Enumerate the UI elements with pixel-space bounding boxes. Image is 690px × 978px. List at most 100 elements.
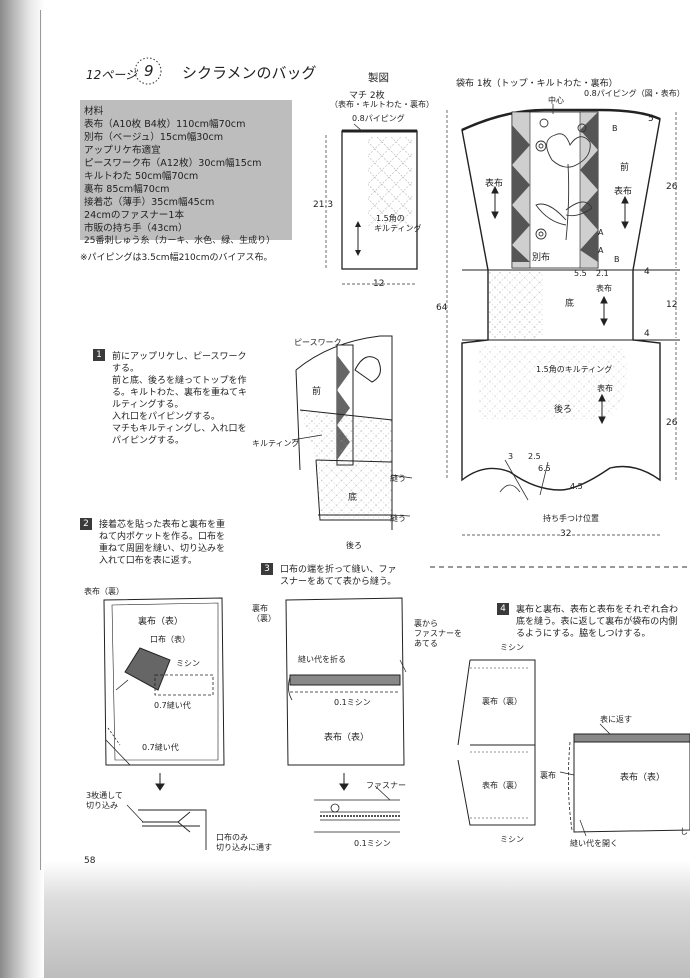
dim-64: 64	[436, 303, 448, 313]
step1-quilting: キルティング	[252, 439, 300, 448]
step1-line: 前にアップリケし、ピースワーク	[112, 352, 247, 362]
materials-heading: 材料	[84, 106, 104, 117]
step2-nuishiro-2: 0.7縫い代	[142, 743, 179, 752]
gusset-height: 21.3	[313, 200, 334, 210]
step1-line: ルティングする。	[112, 400, 184, 410]
seizu-title: 製図	[368, 72, 389, 84]
step3-fastener-from-2: ファスナーを	[414, 629, 462, 638]
step4-mishin-1: ミシン	[500, 643, 524, 652]
label-omote-left: 表布	[485, 179, 504, 189]
step3-fastener-from-1: 裏から	[414, 619, 438, 628]
step4-mishin-2: ミシン	[500, 835, 524, 844]
step1-line: マチもキルティングし、入れ口を	[112, 424, 247, 434]
dim-5: 5	[648, 114, 654, 124]
materials-line: 別布（ベージュ）15cm幅30cm	[84, 132, 224, 143]
step2-number: 2	[80, 518, 92, 530]
bag-center: 中心	[548, 96, 564, 105]
step3-mishin-2: 0.1ミシン	[354, 839, 391, 848]
gusset-width: 12	[373, 279, 385, 289]
dim-2-5: 2.5	[528, 452, 541, 461]
dim-4b: 4	[644, 329, 650, 339]
label-omote-lower: 表布	[597, 384, 613, 393]
label-mae: 前	[620, 163, 630, 173]
dim-4a: 4	[644, 267, 650, 277]
step3-urafu: 裏布	[252, 604, 268, 613]
step3-fastener-from-3: あてる	[414, 639, 438, 648]
step4-number: 4	[497, 603, 509, 615]
label-bag-quilting: 1.5角のキルティング	[536, 365, 613, 374]
bag-piping: 0.8パイピング（図・表布）	[584, 89, 685, 98]
step1-nuu-2: 縫う	[390, 514, 406, 523]
materials-line: キルトわた 50cm幅70cm	[84, 171, 199, 182]
step4-hiraku: 縫い代を開く	[570, 839, 618, 848]
materials-line: 表布（A10枚 B4枚）110cm幅70cm	[84, 119, 246, 130]
step2-kirikomi-1: 3枚通して	[86, 791, 123, 800]
piping-note: ※パイピングは3.5cm幅210cmのバイアス布。	[80, 253, 273, 263]
step3-line: 口布の端を折って縫い、ファ	[280, 565, 397, 575]
dim-3: 3	[508, 452, 514, 461]
gusset-quilting-2: キルティング	[374, 224, 422, 233]
step2-line: 接着芯を貼った表布と裏布を重	[99, 520, 226, 530]
step4-omotefu-ura: 表布（裏）	[482, 781, 522, 790]
label-betsu: 別布	[532, 253, 551, 263]
dim-5-5: 5.5	[574, 269, 587, 278]
step4-line: るようにする。脇をしつけする。	[516, 629, 651, 639]
label-omote-right: 表布	[614, 187, 633, 197]
step3-nuishiro: 縫い代を折る	[298, 655, 346, 664]
step2-omote-ura: 表布（裏）	[84, 587, 124, 596]
dim-32: 32	[560, 529, 572, 539]
step1-soko: 底	[348, 493, 358, 503]
step2-line: 入れて口布を表に返す。	[99, 556, 197, 566]
gusset-pattern	[325, 123, 418, 285]
dim-4-5: 4.5	[570, 482, 583, 491]
dim-26-top: 26	[666, 182, 678, 192]
step2-urafu-omote: 裏布（表）	[138, 617, 184, 627]
step2-line: ねて内ポケットを作る。口布を	[99, 532, 226, 542]
step1-line: 入れ口をパイピングする。	[112, 412, 221, 422]
dim-2-1: 2.1	[596, 269, 609, 278]
step2-kirikomi-2: 切り込み	[86, 801, 118, 810]
step4-figure	[457, 659, 690, 837]
item-number-circle	[134, 57, 162, 85]
gusset-sublabel: （表布・キルトわた・裏布）	[330, 100, 434, 109]
step4-line: 底を縫う。表に返して裏布が袋布の内側	[516, 617, 678, 627]
label-omote-mid: 表布	[596, 284, 612, 293]
materials-line: 裏布 85cm幅70cm	[84, 184, 170, 195]
step1-line: パイピングする。	[112, 436, 185, 446]
step2-figure	[103, 597, 225, 850]
label-b-bottom: B	[614, 255, 620, 264]
label-ushiro: 後ろ	[554, 405, 573, 415]
step2-nuishiro-1: 0.7縫い代	[154, 701, 191, 710]
step2-line: 重ねて周囲を縫い、切り込みを	[99, 544, 226, 554]
label-a-top: A	[598, 228, 604, 237]
item-number: 9	[144, 62, 154, 80]
materials-line: 市販の持ち手（43cm）	[84, 223, 188, 234]
book-binding-shadow	[0, 0, 44, 978]
label-soko: 底	[565, 299, 575, 309]
page-title: シクラメンのバッグ	[182, 64, 317, 82]
step2-kuchi: 口布（表）	[150, 635, 190, 644]
step1-number: 1	[93, 349, 105, 361]
label-handle-position: 持ち手つけ位置	[543, 514, 599, 523]
step3-line: スナーをあてて表から縫う。	[280, 577, 397, 587]
materials-line: 25番刺しゅう糸（カーキ、水色、緑、生成り）	[84, 236, 276, 246]
step2-mishin: ミシン	[176, 659, 200, 668]
bag-label: 袋布 1枚（トップ・キルトわた・裏布）	[456, 79, 618, 89]
dim-12: 12	[666, 300, 678, 310]
page-reference: 12ページ	[86, 68, 138, 82]
step2-kuchi-only-2: 切り込みに通す	[216, 843, 272, 852]
label-b-top: B	[612, 124, 618, 133]
step4-urafu-ura: 裏布（裏）	[482, 697, 522, 706]
step1-nuu-1: 縫う	[390, 474, 406, 483]
materials-line: 24cmのファスナー1本	[84, 210, 185, 221]
step1-ushiro: 後ろ	[346, 541, 362, 550]
step1-line: る。キルトわた、裏布を重ねてキ	[112, 388, 248, 398]
materials-box: 材料 表布（A10枚 B4枚）110cm幅70cm 別布（ベージュ）15cm幅3…	[80, 100, 292, 246]
step4-shi: し	[680, 827, 688, 836]
step3-number: 3	[261, 563, 273, 575]
step3-fastener: ファスナー	[366, 781, 406, 790]
gusset-label: マチ 2枚	[349, 91, 385, 101]
page-number: 58	[84, 856, 96, 866]
